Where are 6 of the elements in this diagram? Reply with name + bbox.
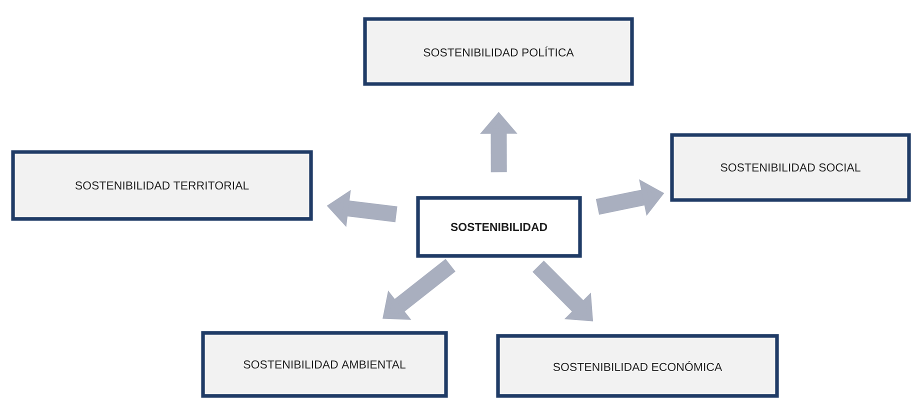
- concept-box: SOSTENIBILIDAD TERRITORIAL: [11, 150, 313, 221]
- concept-box: SOSTENIBILIDAD SOCIAL: [670, 133, 911, 202]
- concept-box: SOSTENIBILIDAD AMBIENTAL: [201, 331, 448, 398]
- concept-box: SOSTENIBILIDAD ECONÓMICA: [496, 334, 779, 398]
- concept-box: SOSTENIBILIDAD POLÍTICA: [363, 17, 634, 86]
- center-box: SOSTENIBILIDAD: [416, 196, 582, 258]
